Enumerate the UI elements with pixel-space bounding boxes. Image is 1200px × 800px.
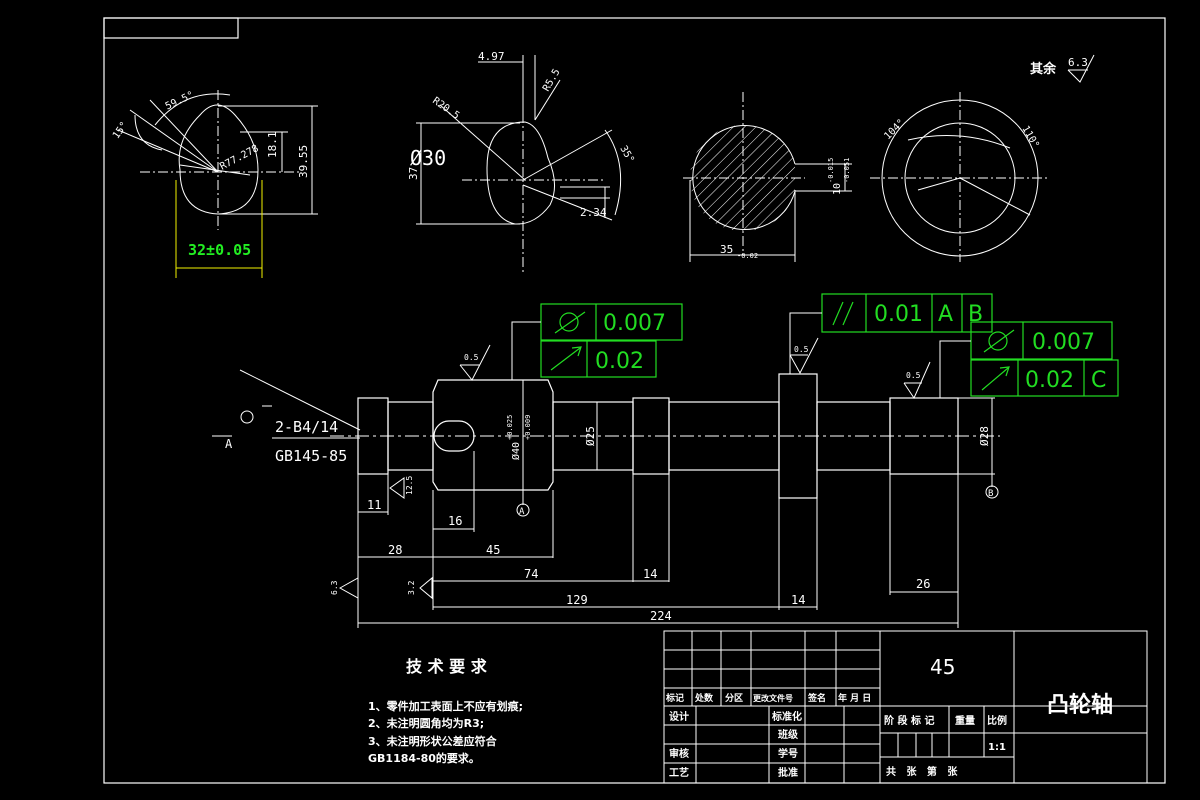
dim-129: 129: [566, 593, 588, 607]
cam2-dim-234: 2.34: [580, 206, 607, 219]
tb-mark: 标记: [665, 692, 684, 704]
roughness-note: 其余 6.3: [1030, 54, 1095, 83]
shaft-view: A 2-B4/14 GB145-85 A B Ø40 +0.025 +0.009…: [212, 337, 1000, 600]
dim-28: 28: [388, 543, 402, 557]
tb-review: 审核: [669, 747, 689, 760]
tb-scale: 1:1: [988, 742, 1006, 753]
dim-224: 224: [650, 609, 672, 623]
cam1-angle-15: 15°: [111, 120, 130, 141]
dim-74: 74: [524, 567, 538, 581]
rough-32: 3.2: [407, 580, 416, 595]
tb-class: 班级: [778, 728, 799, 741]
tb-count: 处数: [694, 692, 714, 704]
tb-design: 设计: [669, 710, 689, 723]
dim-11: 11: [367, 498, 381, 512]
tb-stage: 阶 段 标 记: [884, 714, 934, 727]
cam1-angle-59: 59.5°: [164, 90, 196, 113]
part-name: 凸轮轴: [1047, 692, 1113, 718]
tolerance-frames: 0.007 0.02 0.01 A B 0.007 0.02 C: [511, 293, 1119, 398]
frame5-datum: C: [1091, 368, 1106, 393]
material: 45: [930, 655, 955, 679]
rough-63: 6.3: [330, 580, 339, 595]
ring-view: 104° 110°: [870, 92, 1050, 262]
dim-14a: 14: [643, 567, 657, 581]
ring-angle-110: 110°: [1019, 124, 1041, 150]
cam2-dia-30: Ø30: [410, 146, 446, 170]
tech-req-line4: GB1184-80的要求。: [368, 751, 480, 765]
shaft-dia-25: Ø25: [584, 426, 597, 446]
section-tol-10a: -0.015: [827, 158, 835, 183]
tech-req-line1: 1、零件加工表面上不应有划痕;: [368, 699, 523, 713]
datum-b: B: [988, 489, 993, 499]
frame1-value: 0.007: [603, 311, 666, 336]
shaft-tol-40a: +0.025: [506, 415, 514, 440]
tb-sheets: 共 张 第 张: [886, 765, 958, 778]
cam2-r205: R20.5: [430, 95, 461, 121]
cam2-dim-497: 4.97: [478, 50, 505, 63]
center-hole-1: 2-B4/14: [275, 418, 338, 436]
tb-date: 年 月 日: [838, 692, 871, 704]
tb-process: 工艺: [669, 766, 689, 779]
cam1-dim-18: 18.1: [266, 132, 279, 159]
rough-05b: 0.5: [794, 345, 809, 354]
tech-req-line3: 3、未注明形状公差应符合: [368, 734, 498, 748]
dimension-lines: 11 16 28 45 74 14 129 14 26 224: [357, 451, 959, 628]
tb-approve: 批准: [778, 766, 798, 779]
section-tol-35: -0.02: [737, 252, 758, 260]
frame3-datum1: A: [938, 302, 953, 327]
shaft-tol-40b: +0.009: [524, 415, 532, 440]
section-arrow-a: A: [225, 437, 233, 451]
cam-profile-view: 15° 59.5° R77.278 18.1 39.55 32±0.05: [111, 90, 318, 278]
dim-45: 45: [486, 543, 500, 557]
center-hole-2: GB145-85: [275, 447, 347, 465]
tb-weight: 重量: [955, 714, 975, 727]
title-block: 45 凸轮轴 标记 处数 分区 更改文件号 签名 年 月 日 设计 标准化 班级…: [663, 630, 1148, 784]
section-dim-35: 35: [720, 243, 733, 256]
frame3-datum2: B: [968, 302, 983, 327]
cam1-radius: R77.278: [218, 143, 260, 173]
dim-26: 26: [916, 577, 930, 591]
cam1-dim-39: 39.55: [297, 145, 310, 178]
dim-16: 16: [448, 514, 462, 528]
tb-studentno: 学号: [778, 747, 798, 760]
shaft-dia-40: Ø40: [510, 442, 522, 460]
rough-05a: 0.5: [464, 353, 479, 362]
rough-05c: 0.5: [906, 371, 921, 380]
frame2-value: 0.02: [595, 349, 644, 374]
cam2-dim-37: 37: [407, 167, 420, 180]
shaft-dia-28: Ø28: [978, 426, 991, 446]
frame3-value: 0.01: [874, 302, 923, 327]
tech-req-line2: 2、未注明圆角均为R3;: [368, 716, 484, 730]
section-view: 35 -0.02 10 -0.015 -0.051: [683, 92, 852, 262]
dim-14b: 14: [791, 593, 805, 607]
drawing-border: [103, 17, 1166, 784]
section-tol-10b: -0.051: [843, 158, 851, 183]
roughness-value: 6.3: [1068, 56, 1088, 69]
cam2-angle-35: 35°: [617, 144, 636, 165]
tb-sign: 签名: [807, 692, 826, 704]
section-dim-10: 10: [832, 183, 843, 195]
datum-a: A: [519, 507, 525, 517]
cam1-dim-32: 32±0.05: [188, 241, 251, 259]
tb-zone: 分区: [725, 692, 743, 704]
frame4-value: 0.007: [1032, 330, 1095, 355]
roughness-label: 其余: [1030, 61, 1057, 77]
rough-125: 12.5: [405, 476, 414, 495]
tb-standard: 标准化: [771, 710, 802, 723]
cam-lobe-view: 4.97 R20.5 R5.5 Ø30 37 35° 2.34: [407, 50, 636, 272]
tb-scale-label: 比例: [987, 714, 1007, 727]
tech-req-title: 技 术 要 求: [406, 657, 488, 676]
frame5-value: 0.02: [1025, 368, 1074, 393]
technical-requirements: 技 术 要 求 1、零件加工表面上不应有划痕; 2、未注明圆角均为R3; 3、未…: [368, 657, 523, 765]
tb-docno: 更改文件号: [753, 693, 793, 703]
ring-angle-104: 104°: [882, 117, 907, 142]
